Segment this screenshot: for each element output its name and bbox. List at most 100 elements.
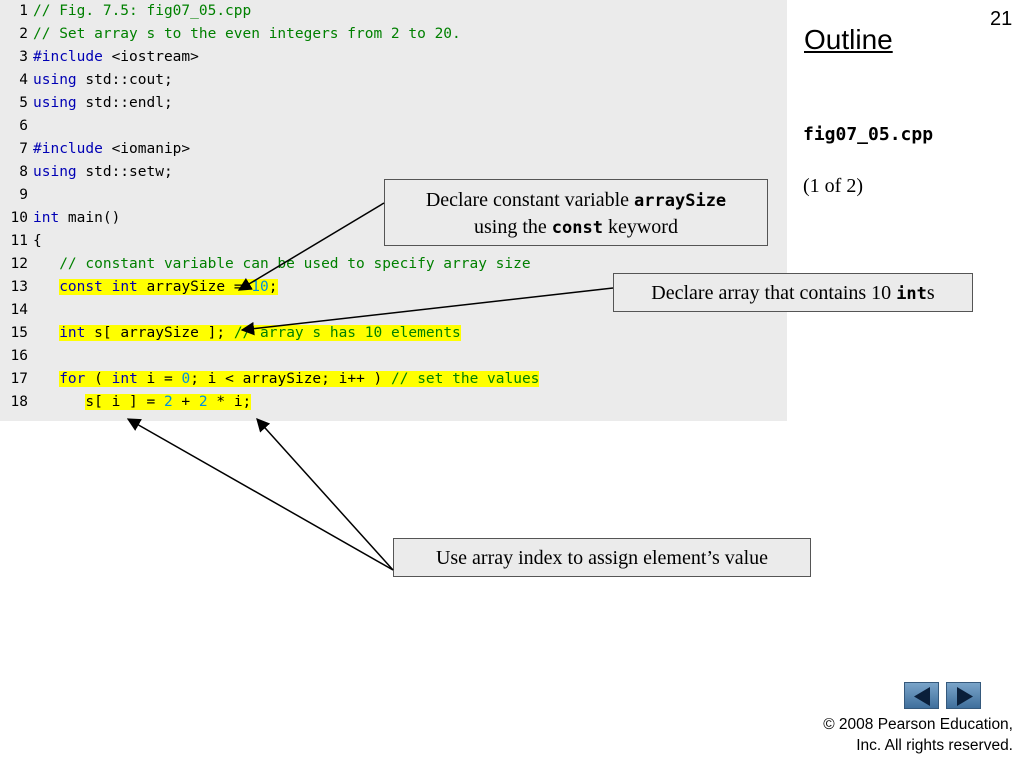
code-token: ; i < arraySize; i++ ) [190, 371, 391, 387]
code-text: { [33, 230, 42, 253]
line-number: 18 [10, 394, 28, 410]
code-token: int [33, 210, 60, 226]
code-token: s[ arraySize ]; [85, 325, 234, 341]
page-indicator: (1 of 2) [803, 175, 863, 197]
outline-title[interactable]: Outline [804, 24, 893, 55]
code-line: 2// Set array s to the even integers fro… [0, 23, 787, 46]
copyright-line-2: Inc. All rights reserved. [856, 737, 1013, 754]
line-number: 12 [10, 256, 28, 272]
code-text: int main() [33, 207, 120, 230]
code-token: std::endl; [76, 95, 173, 111]
code-token [33, 371, 59, 387]
arrow-to-index [126, 418, 394, 571]
code-text: s[ i ] = 2 + 2 * i; [33, 391, 252, 414]
code-token: using [33, 95, 77, 111]
code-text: #include <iomanip> [33, 138, 190, 161]
code-token: + [172, 394, 199, 410]
code-line: 1 // Fig. 7.5: fig07_05.cpp [0, 0, 787, 23]
line-number: 16 [10, 348, 28, 364]
code-token [33, 325, 59, 341]
code-line: 10 int main() [0, 207, 787, 230]
callout-text: Use array index to assign element’s valu… [435, 547, 769, 569]
code-token: std::setw; [76, 164, 173, 180]
code-token: 2 [163, 394, 173, 410]
code-text: int s[ arraySize ]; // array s has 10 el… [33, 322, 461, 345]
code-token [102, 279, 112, 295]
callout-code: int [896, 284, 927, 304]
callout-text: Declare array that contains 10 [651, 282, 897, 304]
code-token: for [59, 371, 86, 387]
code-token: ; [268, 279, 278, 295]
code-token [33, 279, 59, 295]
line-number: 15 [10, 325, 28, 341]
code-token: // array s has 10 elements [233, 325, 461, 341]
code-line: 9 [0, 184, 787, 207]
line-number: 3 [19, 49, 28, 65]
callout-text: keyword [602, 216, 678, 238]
callout-code: arraySize [634, 191, 727, 211]
code-token: * i; [207, 394, 252, 410]
code-text: using std::setw; [33, 161, 173, 184]
callout-text: Declare constant variable [425, 189, 635, 211]
code-token: // Fig. 7.5: fig07_05.cpp [33, 3, 252, 19]
code-token: arraySize = [137, 279, 252, 295]
code-line: 11 { [0, 230, 787, 253]
next-slide-button[interactable] [946, 682, 981, 709]
code-token: main() [59, 210, 121, 226]
line-number: 13 [10, 279, 28, 295]
code-line: 4 using std::cout; [0, 69, 787, 92]
line-number: 14 [10, 302, 28, 318]
callout-code: const [551, 218, 603, 238]
line-number: 9 [19, 187, 28, 203]
line-number: 2 [19, 26, 28, 42]
code-token: 2 [198, 394, 208, 410]
code-token: #include [33, 49, 103, 65]
callout-text: using the [474, 216, 552, 238]
code-token: std::cout; [76, 72, 173, 88]
code-token: using [33, 72, 77, 88]
code-line: 14 [0, 299, 787, 322]
code-token: int [59, 325, 86, 341]
code-line: 5 using std::endl; [0, 92, 787, 115]
line-number: 4 [19, 72, 28, 88]
prev-slide-button[interactable] [904, 682, 939, 709]
arrow-to-expression [256, 417, 394, 571]
line-number: 1 [19, 3, 28, 19]
line-number: 10 [10, 210, 28, 226]
line-number: 7 [19, 141, 28, 157]
code-text: using std::endl; [33, 92, 173, 115]
code-text: using std::cout; [33, 69, 173, 92]
code-token: using [33, 164, 77, 180]
code-line: 6 [0, 115, 787, 138]
code-line: 8 using std::setw; [0, 161, 787, 184]
callout-array-index: Use array index to assign element’s valu… [393, 538, 811, 577]
line-number: 5 [19, 95, 28, 111]
callout-declare-array: Declare array that contains 10 ints [613, 273, 973, 312]
callout-declare-constant: Declare constant variable arraySize usin… [384, 179, 768, 246]
code-token: { [33, 233, 42, 249]
code-token: const [59, 279, 103, 295]
code-token [33, 394, 85, 410]
code-token: #include [33, 141, 103, 157]
code-line: 16 [0, 345, 787, 368]
code-line: 15 int s[ arraySize ]; // array s has 10… [0, 322, 787, 345]
code-token: int [111, 371, 138, 387]
line-number: 11 [10, 233, 28, 249]
code-token: 0 [181, 371, 191, 387]
code-line: 3 #include <iostream> [0, 46, 787, 69]
code-token: i = [137, 371, 182, 387]
slide-number: 21 [990, 8, 1013, 30]
code-token: int [111, 279, 138, 295]
code-text: #include <iostream> [33, 46, 199, 69]
copyright: © 2008 Pearson Education, Inc. All right… [823, 714, 1013, 756]
code-line: 7 #include <iomanip> [0, 138, 787, 161]
code-token: <iomanip> [102, 141, 191, 157]
code-text: const int arraySize = 10; [33, 276, 278, 299]
file-name: fig07_05.cpp [803, 124, 934, 145]
triangle-right-icon [957, 687, 973, 706]
line-number: 8 [19, 164, 28, 180]
line-number: 6 [19, 118, 28, 134]
line-number: 17 [10, 371, 28, 387]
copyright-line-1: © 2008 Pearson Education, [823, 716, 1013, 733]
code-token: // constant variable can be used to spec… [33, 256, 531, 272]
